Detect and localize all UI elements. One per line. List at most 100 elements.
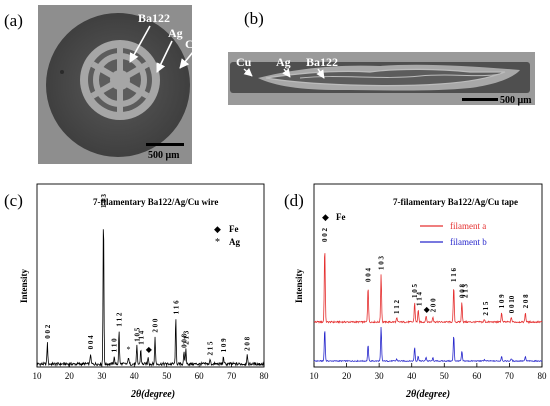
chart-d-frame: [313, 183, 543, 368]
dust-speck-a: [60, 70, 64, 74]
panel-c: (c) 7-filamentary Ba122/Ag/Cu wire 10 20 3…: [4, 183, 270, 400]
peak-label-d: 2 1 3: [461, 284, 469, 299]
chart-d-markers: ◆: [424, 305, 431, 314]
arrow-ag-a: [156, 40, 173, 73]
peak-label-d: 0 0 4: [365, 268, 373, 283]
x-tick-label-c: 70: [227, 371, 237, 381]
chart-c-legend: ◆ Fe * Ag: [214, 224, 240, 248]
peak-label-d: 1 0 9: [498, 294, 506, 309]
legend-c-label-fe: Fe: [229, 224, 239, 234]
chart-c-title: 7-filamentary Ba122/Ag/Cu wire: [93, 197, 218, 207]
chart-c-peak-labels: 0 0 2 0 0 4 1 0 3 1 1 0 1 1 2 1 0 51 1 4 2 0 0…: [44, 194, 252, 356]
x-tick-label-c: 10: [33, 371, 43, 381]
legend-d-label-a: filament a: [450, 221, 486, 231]
legend-d-label-b: filament b: [450, 237, 487, 247]
peak-label-c: 2 1 5: [207, 341, 215, 356]
peak-label-c: 1 1 0: [111, 338, 119, 353]
peak-marker-c: *: [126, 345, 130, 354]
annotation-cu-b: Cu: [236, 55, 252, 69]
peak-label-d: 1 1 6: [450, 268, 458, 283]
peak-label-c: 2 1 3: [182, 330, 190, 345]
annotation-ba122-a: Ba122: [138, 11, 170, 25]
panel-label-a: (a): [4, 11, 23, 30]
series-c-wire: [36, 229, 265, 368]
legend-d-label-fe: Fe: [336, 212, 346, 222]
peak-label-d: 1 1 2: [393, 300, 401, 315]
arrow-cu-a: [179, 51, 194, 69]
chart-d-legend: ◆ Fe filament a filament b: [322, 212, 487, 247]
chart-c-markers: *◆: [126, 345, 152, 354]
spoke-a-3: [90, 61, 150, 99]
peak-label-d: 1 0 3: [378, 256, 386, 271]
peak-label-d: 2 0 8: [522, 294, 530, 309]
chart-c-plot: [36, 229, 265, 368]
panel-label-c: (c): [4, 191, 23, 210]
x-tick-label-c: 20: [65, 371, 75, 381]
peak-label-c: 1 0 3: [100, 194, 108, 209]
series-d-filament-b: [313, 327, 543, 363]
chart-c-ylabel: Intensity: [19, 269, 29, 304]
scale-bar-b: [462, 98, 498, 101]
panel-label-b: (b): [244, 9, 264, 28]
annotation-cu-a: Cu: [185, 37, 201, 51]
chart-c-xlabel: 2θ(degree): [130, 389, 175, 400]
scale-bar-label-a: 500 μm: [148, 150, 180, 161]
peak-label-c: 1 0 5: [133, 327, 141, 342]
legend-c-label-ag: Ag: [229, 237, 240, 247]
chart-c-x-ticks: 10 20 30 40 50 60 70 80: [33, 363, 270, 381]
annotation-ag-a: Ag: [168, 26, 183, 40]
peak-label-c: 0 0 4: [87, 335, 95, 350]
x-tick-label-d: 70: [505, 371, 515, 381]
peak-label-d: 2 0 0: [429, 298, 437, 313]
chart-c-frame: [36, 183, 265, 368]
x-tick-label-d: 80: [538, 371, 548, 381]
filament-seam-b: [299, 73, 501, 79]
chart-d-plot: [313, 253, 543, 363]
panel-b: (b) Cu Ag Ba122 500 μm: [228, 9, 535, 106]
peak-label-c: 2 0 0: [152, 318, 160, 333]
peak-label-d: 1 1 4: [415, 292, 423, 307]
chart-d-title: 7-filamentary Ba122/Ag/Cu tape: [393, 197, 518, 207]
x-tick-label-c: 80: [260, 371, 270, 381]
x-tick-label-d: 60: [472, 371, 482, 381]
arrow-ba122-a: [129, 25, 151, 63]
peak-marker-c: ◆: [146, 345, 153, 354]
x-tick-label-c: 40: [130, 371, 140, 381]
peak-label-c: 1 1 2: [116, 312, 124, 327]
legend-d-symbol-fe: ◆: [322, 212, 329, 222]
x-tick-label-d: 20: [342, 371, 352, 381]
chart-d-xlabel: 2θ(degree): [405, 389, 450, 400]
peak-label-d: 0 0 10: [508, 295, 516, 313]
filaments-a: [90, 48, 150, 112]
x-tick-label-d: 40: [407, 371, 417, 381]
x-tick-label-c: 30: [97, 371, 107, 381]
series-d-filament-a: [313, 253, 543, 325]
panel-label-d: (d): [284, 191, 304, 210]
annotation-ba122-b: Ba122: [306, 55, 338, 69]
peak-label-c: 2 0 8: [244, 336, 252, 351]
annotation-ag-b: Ag: [276, 55, 291, 69]
peak-label-c: 0 0 8: [180, 333, 188, 348]
arrow-ag-b: [282, 68, 291, 78]
arrow-ba122-b: [316, 68, 325, 79]
peak-marker-d: ◆: [424, 305, 431, 314]
arrow-cu-b: [243, 67, 253, 77]
chart-d-ylabel: Intensity: [294, 269, 304, 304]
scale-bar-a: [146, 143, 184, 146]
scale-bar-label-b: 500 μm: [500, 95, 532, 106]
peak-label-c: 1 1 6: [172, 300, 180, 315]
legend-c-symbol-ag: *: [215, 237, 220, 248]
peak-label-c: 0 0 2: [44, 324, 52, 339]
peak-label-c: 1 1 4: [137, 330, 145, 345]
x-tick-label-c: 50: [162, 371, 172, 381]
x-tick-label-d: 10: [310, 371, 320, 381]
x-tick-label-c: 60: [195, 371, 205, 381]
panel-a: (a) Ba122 Ag Cu 500 μm: [4, 5, 201, 164]
peak-label-d: 2 1 5: [482, 301, 490, 316]
peak-label-c: 1 0 9: [220, 338, 228, 353]
x-tick-label-d: 50: [440, 371, 450, 381]
legend-c-symbol-fe: ◆: [214, 224, 221, 234]
